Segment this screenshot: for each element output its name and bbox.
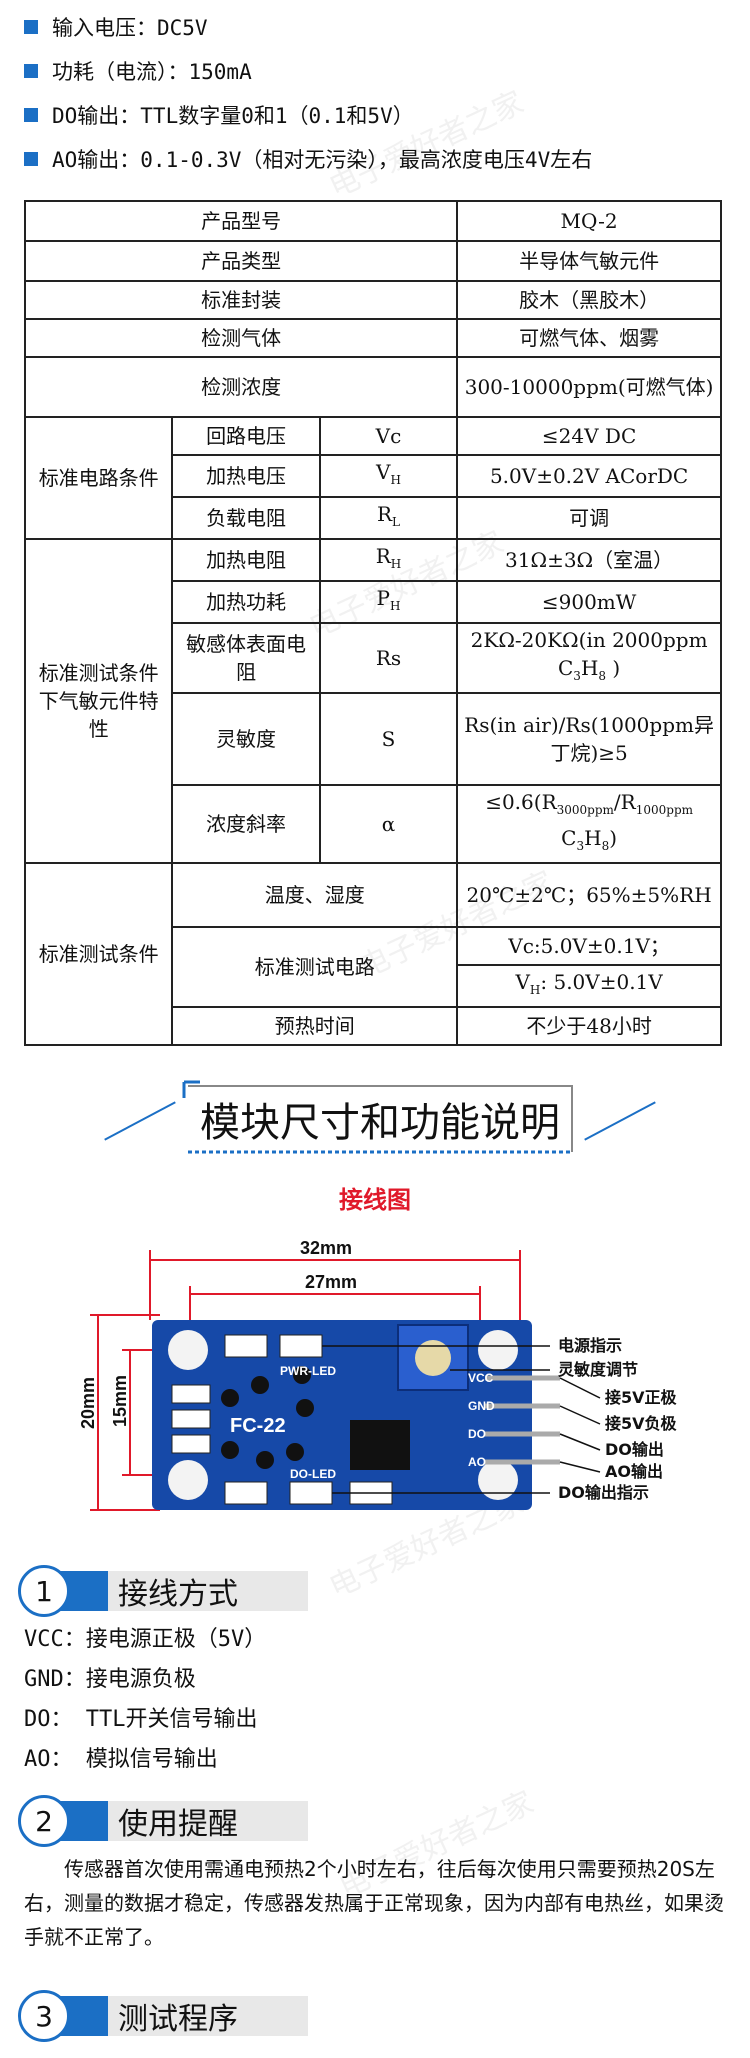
dimension-32-label: 32mm — [300, 1238, 352, 1258]
spec-bullets: 输入电压：DC5V 功耗（电流）：150mA DO输出：TTL数字量0和1（0.… — [24, 8, 592, 184]
bullet-item: 功耗（电流）：150mA — [24, 52, 592, 90]
pin-label-gnd: GND — [468, 1399, 495, 1413]
comparator-chip-icon — [350, 1420, 410, 1470]
wiring-diagram-title: 接线图 — [339, 1186, 411, 1214]
board-label: FC-22 — [230, 1415, 286, 1437]
step-bar — [48, 1996, 308, 2036]
bullet-square-icon — [24, 20, 38, 34]
callout-do-indicator: DO输出指示 — [558, 1483, 649, 1502]
table-row: 检测气体可燃气体、烟雾 — [23, 318, 722, 358]
mount-hole-icon — [168, 1460, 208, 1500]
callout-sensitivity: 灵敏度调节 — [558, 1360, 638, 1379]
table-row: 标准封装胶木（黑胶木） — [23, 280, 722, 320]
step-header-test: 3 测试程序 — [18, 1990, 308, 2042]
solder-pads — [221, 1366, 314, 1469]
dimension-27-label: 27mm — [305, 1272, 357, 1292]
do-led-label: DO-LED — [290, 1467, 336, 1481]
smd-resistor-icon — [224, 1481, 268, 1505]
callout-power-indicator: 电源指示 — [558, 1336, 622, 1355]
mount-hole-icon — [478, 1330, 518, 1370]
table-row: VH: 5.0V±0.1V — [25, 964, 722, 1008]
potentiometer-knob-icon — [415, 1340, 451, 1376]
mount-hole-icon — [478, 1460, 518, 1500]
callout-lines — [322, 1345, 601, 1494]
pin-label-ao: AO — [468, 1455, 486, 1469]
dimension-15-label: 15mm — [110, 1375, 130, 1427]
section-title-frame: 模块尺寸和功能说明 — [180, 1078, 580, 1160]
wiring-list: VCC：接电源正极（5V） GND：接电源负极 DO： TTL开关信号输出 AO… — [24, 1620, 266, 1780]
step-label: 接线方式 — [118, 1577, 238, 1612]
callout-ao-output: AO输出 — [605, 1462, 663, 1481]
bullet-item: AO输出：0.1-0.3V（相对无污染），最高浓度电压4V左右 — [24, 140, 592, 178]
mount-hole-icon — [168, 1330, 208, 1370]
bullet-square-icon — [24, 152, 38, 166]
bullet-item: DO输出：TTL数字量0和1（0.1和5V） — [24, 96, 592, 134]
table-row: 预热时间不少于48小时 — [25, 1006, 722, 1046]
reminder-paragraph: 传感器首次使用需通电预热2个小时左右，往后每次使用只需要预热20S左右，测量的数… — [24, 1857, 724, 1949]
decorative-line — [584, 1101, 656, 1141]
step-number: 3 — [18, 1990, 70, 2042]
step-number: 1 — [18, 1565, 70, 1617]
step-bar — [48, 1801, 308, 1841]
smd-capacitor-icon — [171, 1409, 211, 1429]
header-pins-icon — [485, 1375, 560, 1465]
title-frame-icon — [182, 1080, 573, 1154]
pwr-led-label: PWR-LED — [280, 1364, 336, 1378]
step-number: 2 — [18, 1795, 70, 1847]
bullet-square-icon — [24, 108, 38, 122]
callout-5v-negative: 接5V负极 — [605, 1414, 678, 1433]
list-item: DO： TTL开关信号输出 — [24, 1707, 258, 1732]
smd-capacitor-icon — [171, 1384, 211, 1404]
step-bar — [48, 1571, 308, 1611]
pin-label-do: DO — [468, 1427, 486, 1441]
list-item: GND：接电源负极 — [24, 1667, 196, 1692]
pin-label-vcc: VCC — [468, 1371, 494, 1385]
bullet-item: 输入电压：DC5V — [24, 8, 592, 46]
section-title: 模块尺寸和功能说明 — [200, 1100, 560, 1146]
list-item: VCC：接电源正极（5V） — [24, 1627, 267, 1652]
decorative-line — [104, 1101, 176, 1141]
dimension-20-label: 20mm — [80, 1377, 98, 1429]
step-header-wiring: 1 接线方式 — [18, 1565, 308, 1617]
step-header-reminder: 2 使用提醒 — [18, 1795, 308, 1847]
list-item: AO： 模拟信号输出 — [24, 1747, 218, 1772]
step-label: 使用提醒 — [118, 1807, 238, 1842]
do-led-icon — [289, 1481, 333, 1505]
table-row: 产品类型半导体气敏元件 — [23, 240, 722, 282]
smd-resistor-icon — [224, 1334, 268, 1358]
callout-do-output: DO输出 — [605, 1440, 664, 1459]
callout-5v-positive: 接5V正极 — [605, 1388, 678, 1407]
board-diagram: 32mm 27mm 20mm 15mm FC-22 PWR-LED DO-LED… — [80, 1238, 678, 1511]
power-led-icon — [279, 1334, 323, 1358]
smd-capacitor-icon — [171, 1434, 211, 1454]
step-label: 测试程序 — [118, 2002, 238, 2037]
bullet-square-icon — [24, 64, 38, 78]
